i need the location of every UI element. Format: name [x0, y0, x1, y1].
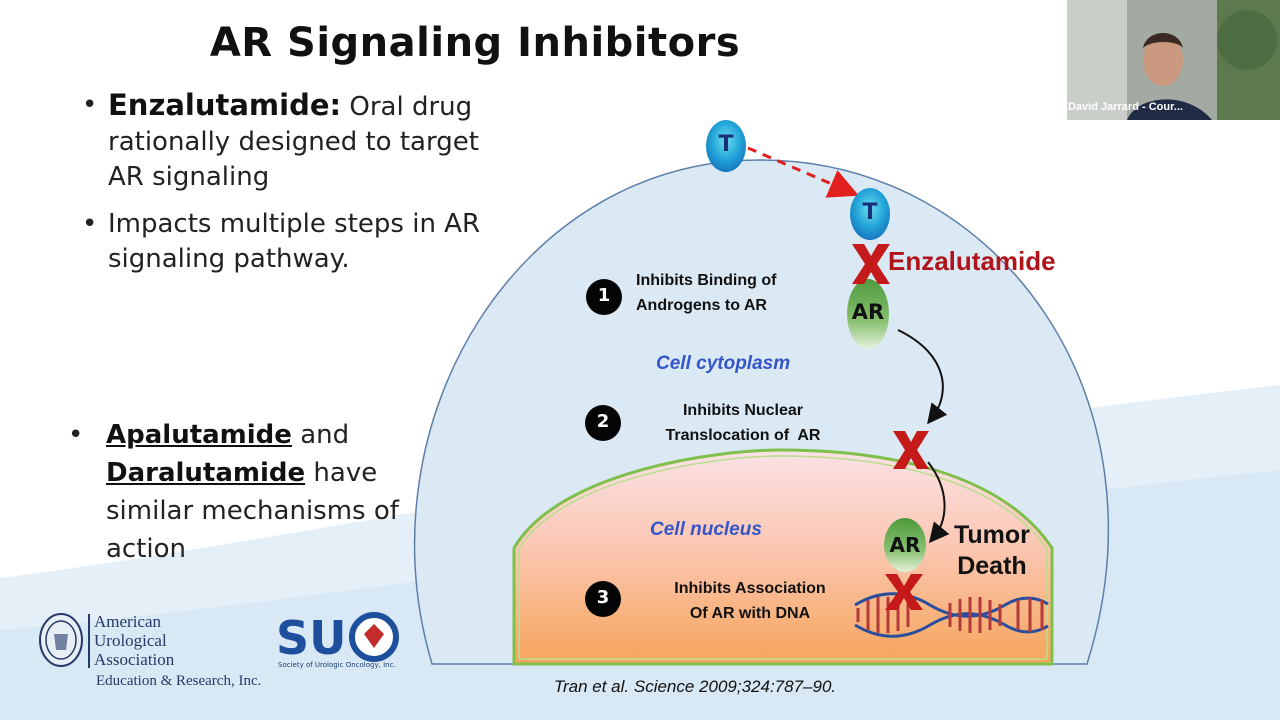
testosterone-bound: [850, 188, 890, 240]
bullet-dot: •: [68, 420, 84, 450]
aua-line3: Association: [94, 650, 175, 669]
daralutamide-text: Daralutamide: [106, 458, 306, 488]
testosterone-entry-arrow: [747, 146, 860, 198]
enzalutamide-description: Oral drug rationally designed to target …: [108, 92, 479, 192]
ar-label-cytoplasm: AR: [851, 300, 885, 324]
step-3-line1: Inhibits Association: [674, 580, 826, 597]
step-1-line2: Androgens to AR: [636, 297, 767, 314]
testosterone-outside: [706, 120, 746, 172]
participant-name-label: David Jarrard - Cour...: [1068, 101, 1183, 113]
step-3-line2: Of AR with DNA: [689, 605, 811, 622]
aua-seal-logo: [38, 612, 84, 668]
translocation-arrow: [897, 329, 948, 425]
dna-helix: [854, 592, 1049, 638]
death-text: Death: [957, 552, 1027, 580]
androgen-receptor-cytoplasm: [847, 279, 889, 349]
androgen-receptor-nucleus: [884, 518, 926, 572]
enzalutamide-heading: Enzalutamide:: [108, 88, 342, 122]
cytoplasm-label: Cell cytoplasm: [656, 353, 791, 374]
x-mark-translocation: [893, 431, 929, 469]
tumor-text: Tumor: [954, 521, 1030, 549]
step-2-number: 2: [596, 411, 610, 432]
aua-subtitle: Education & Research, Inc.: [96, 673, 262, 689]
participant-video-frame: [1067, 0, 1280, 120]
step-2-circle: [585, 405, 621, 441]
step-1-line1: Inhibits Binding of: [636, 272, 777, 289]
mechanism-text: have similar mechanisms of action: [106, 458, 399, 564]
aua-wordmark: American Urological Association: [94, 612, 174, 669]
step-3-circle: [585, 581, 621, 617]
aua-line2: Urological: [94, 631, 167, 650]
aua-divider: [88, 614, 90, 668]
step-2-line2: Translocation of AR: [665, 427, 821, 444]
ar-label-nucleus: AR: [889, 533, 921, 557]
bullet-list-top: Enzalutamide: Oral drug rationally desig…: [82, 88, 502, 289]
step-2-text: Inhibits Nuclear Translocation of AR: [636, 398, 850, 448]
cell-nucleus: [512, 448, 1054, 666]
x-mark-dna: [885, 574, 923, 610]
step-2-line1: Inhibits Nuclear: [682, 402, 804, 419]
citation: Tran et al. Science 2009;324:787–90.: [553, 677, 837, 696]
suo-subtitle: Society of Urologic Oncology, Inc.: [278, 661, 396, 669]
suo-logo: SU: [276, 610, 401, 665]
enzalutamide-label: Enzalutamide: [888, 246, 1056, 276]
nuclear-entry-arrow: [927, 461, 950, 544]
aua-line1: American: [94, 612, 162, 631]
step-1-number: 1: [597, 285, 611, 306]
tumor-death-label: Tumor Death: [954, 520, 1030, 582]
step-3-text: Inhibits Association Of AR with DNA: [650, 576, 850, 626]
participant-video-tile[interactable]: [1067, 0, 1280, 120]
t-label-bound: T: [862, 200, 878, 225]
nucleus-label: Cell nucleus: [650, 519, 762, 540]
svg-text:SU: SU: [276, 611, 346, 662]
t-label-outside: T: [718, 132, 734, 157]
apalutamide-text: Apalutamide: [106, 420, 292, 450]
and-text: and: [291, 420, 350, 450]
bullet-other-drugs: • Apalutamide and Daralutamide have simi…: [68, 416, 436, 568]
step-1-circle: [586, 279, 622, 315]
step-3-number: 3: [596, 587, 610, 608]
x-mark-binding: [852, 244, 890, 284]
bullet-impacts: Impacts multiple steps in AR signaling p…: [82, 207, 502, 277]
step-1-text: Inhibits Binding of Androgens to AR: [636, 268, 826, 318]
slide-title: AR Signaling Inhibitors: [209, 20, 741, 66]
bullet-enzalutamide: Enzalutamide: Oral drug rationally desig…: [82, 88, 502, 195]
